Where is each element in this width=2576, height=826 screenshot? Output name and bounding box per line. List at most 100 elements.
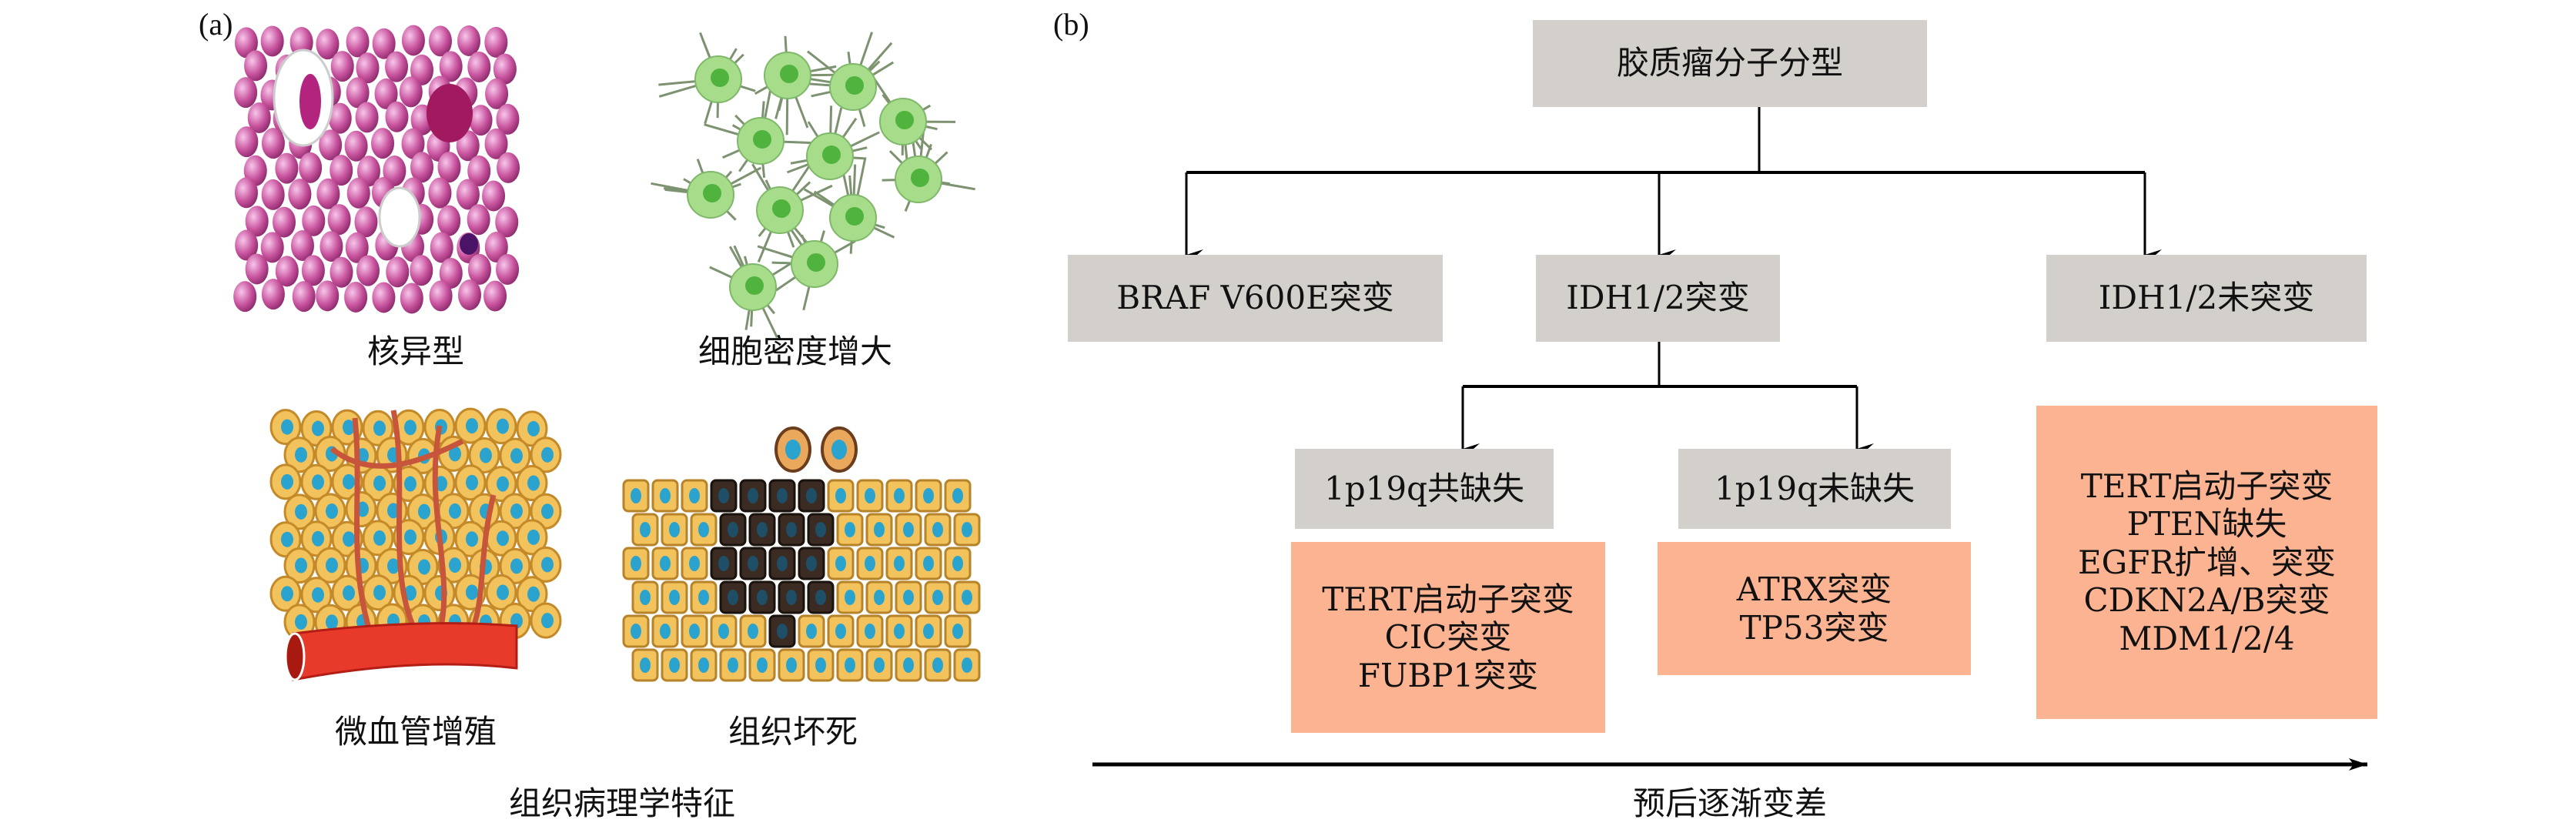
nucleus-shape bbox=[261, 179, 285, 210]
nucleus-shape bbox=[330, 155, 353, 186]
marker-item: TERT启动子突变 bbox=[1322, 580, 1574, 618]
microvessel bbox=[390, 410, 420, 635]
marker-item: PTEN缺失 bbox=[2126, 505, 2287, 543]
nucleus-shape bbox=[244, 50, 268, 82]
nucleus-shape bbox=[299, 152, 323, 183]
cell-nucleus bbox=[806, 488, 817, 503]
cell-nucleus bbox=[281, 586, 293, 602]
nucleus-shape bbox=[399, 76, 423, 108]
cell-nucleus bbox=[845, 207, 864, 226]
nucleus-shape bbox=[234, 177, 258, 209]
nucleus-shape bbox=[234, 77, 258, 109]
increased-cell-density-illustration bbox=[649, 32, 975, 339]
nucleus-shape bbox=[346, 177, 370, 209]
nucleus-shape bbox=[372, 28, 396, 59]
cell-nucleus bbox=[541, 613, 554, 629]
nucleus-shape bbox=[483, 280, 507, 312]
cell-nucleus bbox=[480, 447, 492, 463]
cell-nucleus bbox=[865, 624, 875, 639]
idh-wildtype-box: IDH1/2未突变 bbox=[2046, 255, 2367, 342]
nucleus-shape bbox=[345, 232, 369, 263]
nucleus-shape bbox=[400, 283, 423, 314]
nucleus-shape bbox=[437, 152, 461, 183]
caption-nuclear-atypia: 核异型 bbox=[366, 333, 465, 370]
cell-nucleus bbox=[786, 590, 797, 605]
cell-nucleus bbox=[962, 657, 972, 673]
cell-nucleus bbox=[418, 503, 430, 520]
cell-nucleus bbox=[640, 522, 651, 537]
cell-nucleus bbox=[806, 624, 817, 639]
cell-nucleus bbox=[689, 624, 700, 639]
cell-nucleus bbox=[865, 556, 875, 571]
nucleus-shape bbox=[275, 152, 299, 184]
marker-item: TP53突变 bbox=[1739, 608, 1889, 647]
cell-nucleus bbox=[822, 145, 841, 164]
braf-box: BRAF V600E突变 bbox=[1068, 255, 1443, 342]
cell-nucleus bbox=[660, 556, 671, 571]
cell-nucleus bbox=[669, 522, 680, 537]
non-codeleted-markers-box: ATRX突变 TP53突变 bbox=[1658, 542, 1971, 675]
cell-nucleus bbox=[640, 590, 651, 605]
nucleus-shape bbox=[327, 204, 351, 236]
nucleus-shape bbox=[301, 255, 325, 286]
cell-nucleus bbox=[845, 522, 855, 537]
cell-nucleus bbox=[894, 556, 905, 571]
nucleus-shape bbox=[383, 155, 406, 186]
cell-nucleus bbox=[698, 590, 709, 605]
cell-nucleus bbox=[466, 584, 478, 600]
cell-nucleus bbox=[753, 130, 771, 149]
cell-nucleus bbox=[295, 503, 307, 520]
cell-nucleus bbox=[748, 624, 758, 639]
cell-nucleus bbox=[780, 65, 798, 83]
nucleus-shape bbox=[260, 25, 284, 57]
blood-vessel bbox=[292, 622, 518, 681]
nucleus-shape bbox=[247, 102, 271, 133]
nucleus-shape bbox=[484, 128, 508, 159]
cell-nucleus bbox=[449, 446, 461, 462]
cell-nucleus bbox=[911, 169, 929, 187]
nucleus-shape bbox=[261, 279, 285, 310]
cell-nucleus bbox=[312, 474, 324, 490]
cell-nucleus bbox=[295, 557, 307, 574]
cell-nucleus bbox=[669, 657, 680, 673]
caption-microvascular: 微血管增殖 bbox=[334, 713, 497, 751]
cell-nucleus bbox=[786, 657, 797, 673]
nucleus-shape bbox=[344, 281, 368, 313]
cell-nucleus bbox=[835, 624, 846, 639]
cell-nucleus bbox=[874, 657, 885, 673]
cell-nucleus bbox=[541, 446, 554, 463]
large-nucleus bbox=[378, 186, 421, 248]
cell-nucleus bbox=[404, 529, 417, 545]
vessel-lumen bbox=[284, 632, 306, 681]
cell-nucleus bbox=[660, 488, 671, 503]
cell-nucleus bbox=[449, 557, 461, 574]
nucleus-shape bbox=[429, 280, 453, 312]
nucleus-shape bbox=[386, 256, 410, 288]
nucleus-shape bbox=[356, 156, 380, 187]
cell-nucleus bbox=[728, 657, 738, 673]
nucleus-shape bbox=[372, 282, 396, 313]
cell-nucleus bbox=[952, 624, 963, 639]
cell-nucleus bbox=[497, 476, 509, 492]
cell-nucleus bbox=[745, 276, 764, 295]
marker-item: TERT启动子突变 bbox=[2080, 467, 2333, 505]
codeleted-label: 1p19q共缺失 bbox=[1324, 469, 1524, 507]
nucleus-shape bbox=[356, 52, 380, 84]
nucleus-shape bbox=[319, 129, 343, 161]
cell-nucleus bbox=[772, 199, 791, 218]
cell-nucleus bbox=[932, 590, 943, 605]
cell-nucleus bbox=[510, 448, 523, 464]
cell-nucleus bbox=[466, 474, 478, 490]
cell-nucleus bbox=[312, 587, 324, 603]
prognosis-label: 预后逐渐变差 bbox=[1632, 784, 1828, 822]
nucleus-shape bbox=[401, 25, 425, 56]
cell-nucleus bbox=[815, 522, 826, 537]
non-codeleted-box: 1p19q未缺失 bbox=[1678, 449, 1951, 529]
cell-nucleus bbox=[418, 559, 430, 575]
dark-nucleus bbox=[427, 84, 473, 142]
nucleus-shape bbox=[482, 180, 506, 212]
microvascular-proliferation-illustration bbox=[263, 403, 567, 690]
cell-nucleus bbox=[748, 556, 758, 571]
nucleus-shape bbox=[316, 178, 340, 209]
cell-nucleus bbox=[497, 530, 509, 547]
